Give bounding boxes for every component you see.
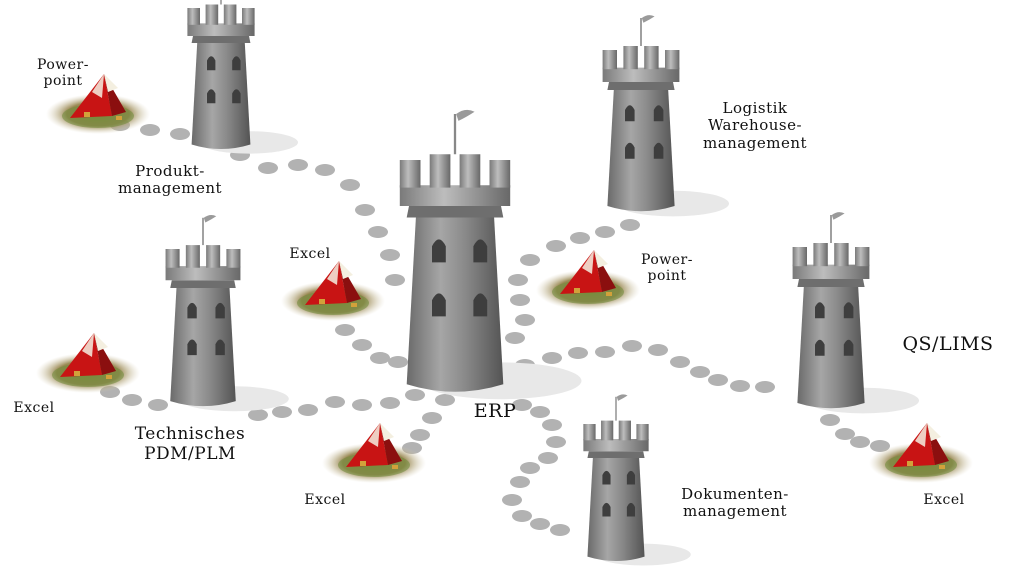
- stepping-stone: [512, 399, 532, 411]
- tower-label-technisches-pdm: Technisches PDM/PLM: [134, 424, 246, 464]
- stepping-stone: [542, 352, 562, 364]
- stepping-stone: [352, 339, 372, 351]
- stepping-stone: [505, 332, 525, 344]
- stepping-stone: [170, 128, 190, 140]
- stepping-stone: [288, 159, 308, 171]
- stepping-stone: [648, 344, 668, 356]
- stepping-stone: [820, 414, 840, 426]
- stepping-stone: [510, 476, 530, 488]
- stepping-stone: [410, 429, 430, 441]
- stepping-stone: [510, 294, 530, 306]
- stepping-stone: [335, 324, 355, 336]
- tower-qs-lims-icon: [791, 211, 920, 415]
- tower-produktmanagement-icon: [186, 0, 299, 155]
- camp-label-excel-bottom: Excel: [304, 492, 346, 508]
- camp-excel-center-icon: [281, 261, 385, 321]
- stepping-stone: [325, 396, 345, 408]
- stepping-stone: [148, 399, 168, 411]
- tower-dokumentenmanagement-icon: [582, 393, 692, 567]
- stepping-stone: [422, 412, 442, 424]
- stepping-stone: [248, 409, 268, 421]
- stepping-stone: [122, 394, 142, 406]
- stepping-stone: [405, 389, 425, 401]
- stepping-stone: [530, 518, 550, 530]
- stepping-stone: [595, 346, 615, 358]
- stepping-stone: [140, 124, 160, 136]
- stepping-stone: [755, 381, 775, 393]
- stepping-stone: [368, 226, 388, 238]
- stepping-stone: [550, 524, 570, 536]
- camp-excel-bottom-icon: [322, 423, 426, 483]
- stepping-stone: [380, 397, 400, 409]
- stepping-stone: [595, 226, 615, 238]
- camp-label-powerpoint-topleft: Power- point: [37, 57, 89, 90]
- stepping-stone: [546, 436, 566, 448]
- camp-powerpoint-center-icon: [536, 250, 640, 310]
- stepping-stone: [370, 352, 390, 364]
- stepping-stone-paths: [100, 119, 890, 536]
- stepping-stone: [620, 219, 640, 231]
- stepping-stone: [512, 510, 532, 522]
- tower-label-dokumentenmanagement: Dokumenten- management: [681, 485, 789, 521]
- stepping-stone: [622, 340, 642, 352]
- stepping-stone: [340, 179, 360, 191]
- stepping-stone: [502, 494, 522, 506]
- stepping-stone: [258, 162, 278, 174]
- stepping-stone: [530, 406, 550, 418]
- camp-excel-left-icon: [36, 333, 140, 393]
- stepping-stone: [730, 380, 750, 392]
- camp-label-excel-left: Excel: [13, 400, 55, 416]
- stepping-stone: [520, 254, 540, 266]
- camp-excel-right-icon: [869, 423, 973, 483]
- stepping-stone: [515, 314, 535, 326]
- stepping-stone: [568, 347, 588, 359]
- tower-label-erp: ERP: [473, 400, 517, 422]
- tower-label-logistik: Logistik Warehouse- management: [702, 99, 808, 152]
- stepping-stone: [272, 406, 292, 418]
- stepping-stone: [570, 232, 590, 244]
- stepping-stone: [508, 274, 528, 286]
- stepping-stone: [355, 204, 375, 216]
- tower-technisches-pdm-icon: [164, 214, 290, 413]
- stepping-stone: [690, 366, 710, 378]
- stepping-stone: [388, 356, 408, 368]
- stepping-stone: [835, 428, 855, 440]
- camp-label-excel-center: Excel: [289, 246, 331, 262]
- tower-label-qs-lims: QS/LIMS: [902, 333, 994, 355]
- stepping-stone: [298, 404, 318, 416]
- stepping-stone: [538, 452, 558, 464]
- stepping-stone: [520, 462, 540, 474]
- camp-label-powerpoint-center: Power- point: [641, 252, 693, 285]
- tower-label-produktmanagement: Produkt- management: [117, 162, 223, 198]
- stepping-stone: [546, 240, 566, 252]
- stepping-stone: [435, 394, 455, 406]
- stepping-stone: [380, 249, 400, 261]
- stepping-stone: [708, 374, 728, 386]
- stepping-stone: [850, 436, 870, 448]
- stepping-stone: [352, 399, 372, 411]
- stepping-stone: [542, 419, 562, 431]
- stepping-stone: [670, 356, 690, 368]
- stepping-stone: [315, 164, 335, 176]
- stepping-stone: [385, 274, 405, 286]
- camp-label-excel-right: Excel: [923, 492, 965, 508]
